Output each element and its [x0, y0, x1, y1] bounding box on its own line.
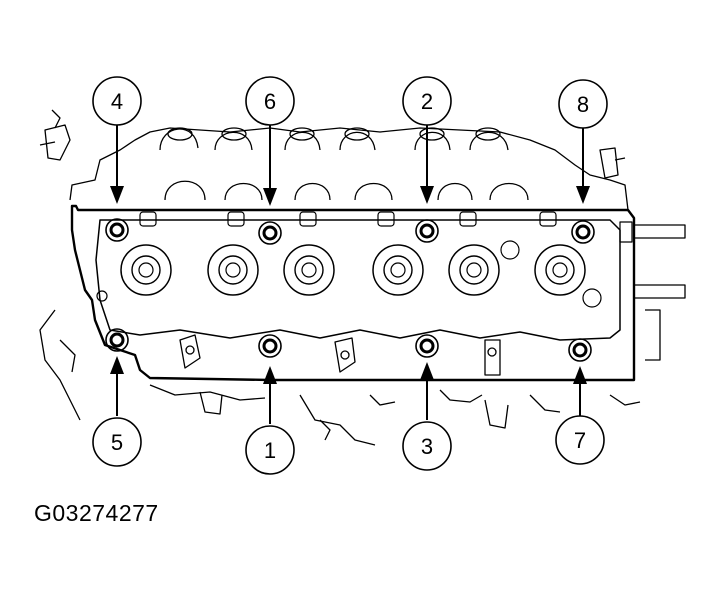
callout-5-label: 5	[111, 430, 123, 455]
callout-8: 8	[558, 79, 608, 129]
callouts: 4 6 2 8 5 1 3 7	[92, 76, 608, 475]
head-bolts	[105, 218, 595, 362]
bolt-6	[258, 221, 282, 245]
callout-1-label: 1	[264, 438, 276, 463]
bolt-2	[415, 219, 439, 243]
callout-2-label: 2	[421, 89, 433, 114]
callout-5: 5	[92, 417, 142, 467]
bolt-4	[105, 218, 129, 242]
callout-1: 1	[245, 425, 295, 475]
callout-8-label: 8	[577, 92, 589, 117]
engine-background-art	[39, 109, 686, 446]
leader-arrows	[110, 125, 590, 424]
bolt-8	[571, 220, 595, 244]
callout-4: 4	[92, 76, 142, 126]
cylinder-head-body	[70, 204, 636, 382]
bolt-1	[258, 334, 282, 358]
callout-3-label: 3	[421, 434, 433, 459]
callout-3: 3	[402, 421, 452, 471]
bolt-3	[415, 334, 439, 358]
callout-6: 6	[245, 76, 295, 126]
bolt-5	[105, 328, 129, 352]
bolt-7	[568, 338, 592, 362]
callout-7: 7	[555, 415, 605, 465]
callout-7-label: 7	[574, 428, 586, 453]
callout-2: 2	[402, 76, 452, 126]
callout-6-label: 6	[264, 89, 276, 114]
figure-id: G03274277	[34, 500, 159, 526]
callout-4-label: 4	[111, 89, 123, 114]
